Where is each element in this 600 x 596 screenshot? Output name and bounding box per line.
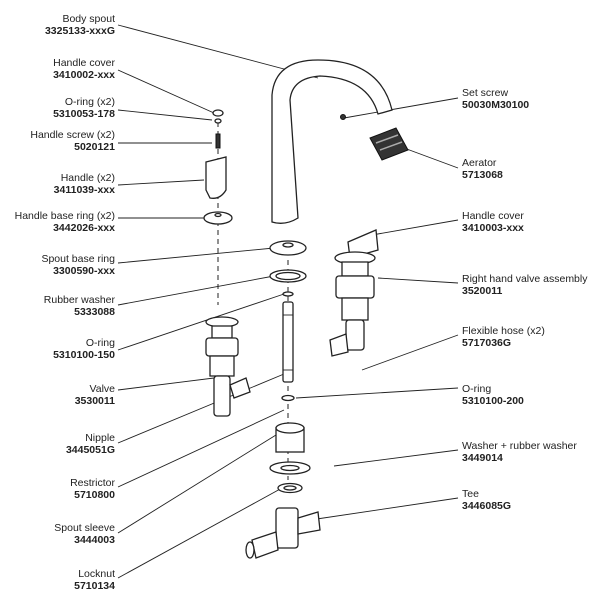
label-part-number: 5713068 (462, 169, 503, 181)
label-name: Body spout (62, 13, 115, 25)
label-part-number: 3410002-xxx (53, 69, 115, 81)
label-part-number: 3442026-xxx (53, 222, 115, 234)
label-part-number: 3446085G (462, 500, 512, 512)
label-part-number: 3530011 (74, 395, 115, 407)
label-part-number: 3411039-xxx (53, 184, 115, 196)
label-part-number: 3410003-xxx (462, 222, 524, 234)
label-part-number: 3444003 (74, 534, 115, 546)
handle-base-ring-left (203, 211, 233, 225)
label-part-number: 5717036G (462, 337, 512, 349)
tee (245, 507, 321, 559)
body-spout (271, 59, 393, 224)
label-name: Spout sleeve (54, 522, 115, 534)
label-part-number: 3449014 (462, 452, 503, 464)
label-name: Nipple (85, 432, 115, 444)
label-name: Rubber washer (43, 294, 115, 306)
valve-left (205, 316, 251, 417)
label-part-number: 3300590-xxx (53, 265, 115, 277)
label-name: Restrictor (70, 477, 115, 489)
label-part-number: 5310053-178 (53, 108, 115, 120)
label-name: Handle cover (462, 210, 524, 222)
label-name: Handle screw (x2) (30, 129, 115, 141)
o-ring-small (214, 118, 222, 124)
label-name: Handle base ring (x2) (14, 210, 115, 222)
label-part-number: 3325133-xxxG (44, 25, 115, 37)
label-name: Washer + rubber washer (462, 440, 577, 452)
label-part-number: 5333088 (74, 306, 115, 318)
label-name: Locknut (78, 568, 115, 580)
label-name: O-ring (x2) (64, 96, 115, 108)
handle-cover-left (212, 109, 224, 117)
label-name: Spout base ring (41, 253, 115, 265)
label-name: Valve (89, 383, 116, 395)
right-hand-valve-assembly (329, 251, 376, 357)
label-name: O-ring (462, 383, 492, 395)
o-ring-5310100-200 (281, 394, 295, 402)
label-part-number: 5710134 (74, 580, 115, 592)
o-ring-5310100-150 (282, 291, 294, 297)
label-flexible-hose: Flexible hose (x2)5717036G (462, 325, 545, 349)
label-name: Set screw (462, 87, 509, 99)
label-name: Handle cover (53, 57, 115, 69)
label-part-number: 5710800 (74, 489, 115, 501)
set-screw (340, 114, 346, 120)
label-part-number: 5020121 (74, 141, 115, 153)
label-handle-screw: Handle screw (x2)5020121 (30, 129, 115, 153)
label-handle: Handle (x2)3411039-xxx (54, 172, 115, 196)
label-part-number: 3520011 (462, 285, 503, 297)
handle-left (205, 156, 227, 199)
label-part-number: 5310100-200 (462, 395, 524, 407)
label-name: Flexible hose (x2) (462, 325, 545, 337)
label-name: Aerator (462, 157, 497, 169)
label-part-number: 3445051G (65, 444, 115, 456)
label-o-ring-x2: O-ring (x2)5310053-178 (53, 96, 115, 120)
label-name: Handle (x2) (60, 172, 115, 184)
spout-base-ring (269, 240, 307, 256)
label-name: Tee (462, 488, 479, 500)
handle-screw (215, 133, 221, 149)
label-part-number: 50030M30100 (462, 99, 530, 111)
label-part-number: 5310100-150 (53, 349, 115, 361)
nipple (282, 301, 294, 383)
aerator (369, 127, 409, 161)
label-handle-base-ring: Handle base ring (x2)3442026-xxx (15, 210, 115, 234)
label-name: Right hand valve assembly (462, 273, 588, 285)
label-name: O-ring (85, 337, 115, 349)
leader-lines (117, 24, 459, 579)
